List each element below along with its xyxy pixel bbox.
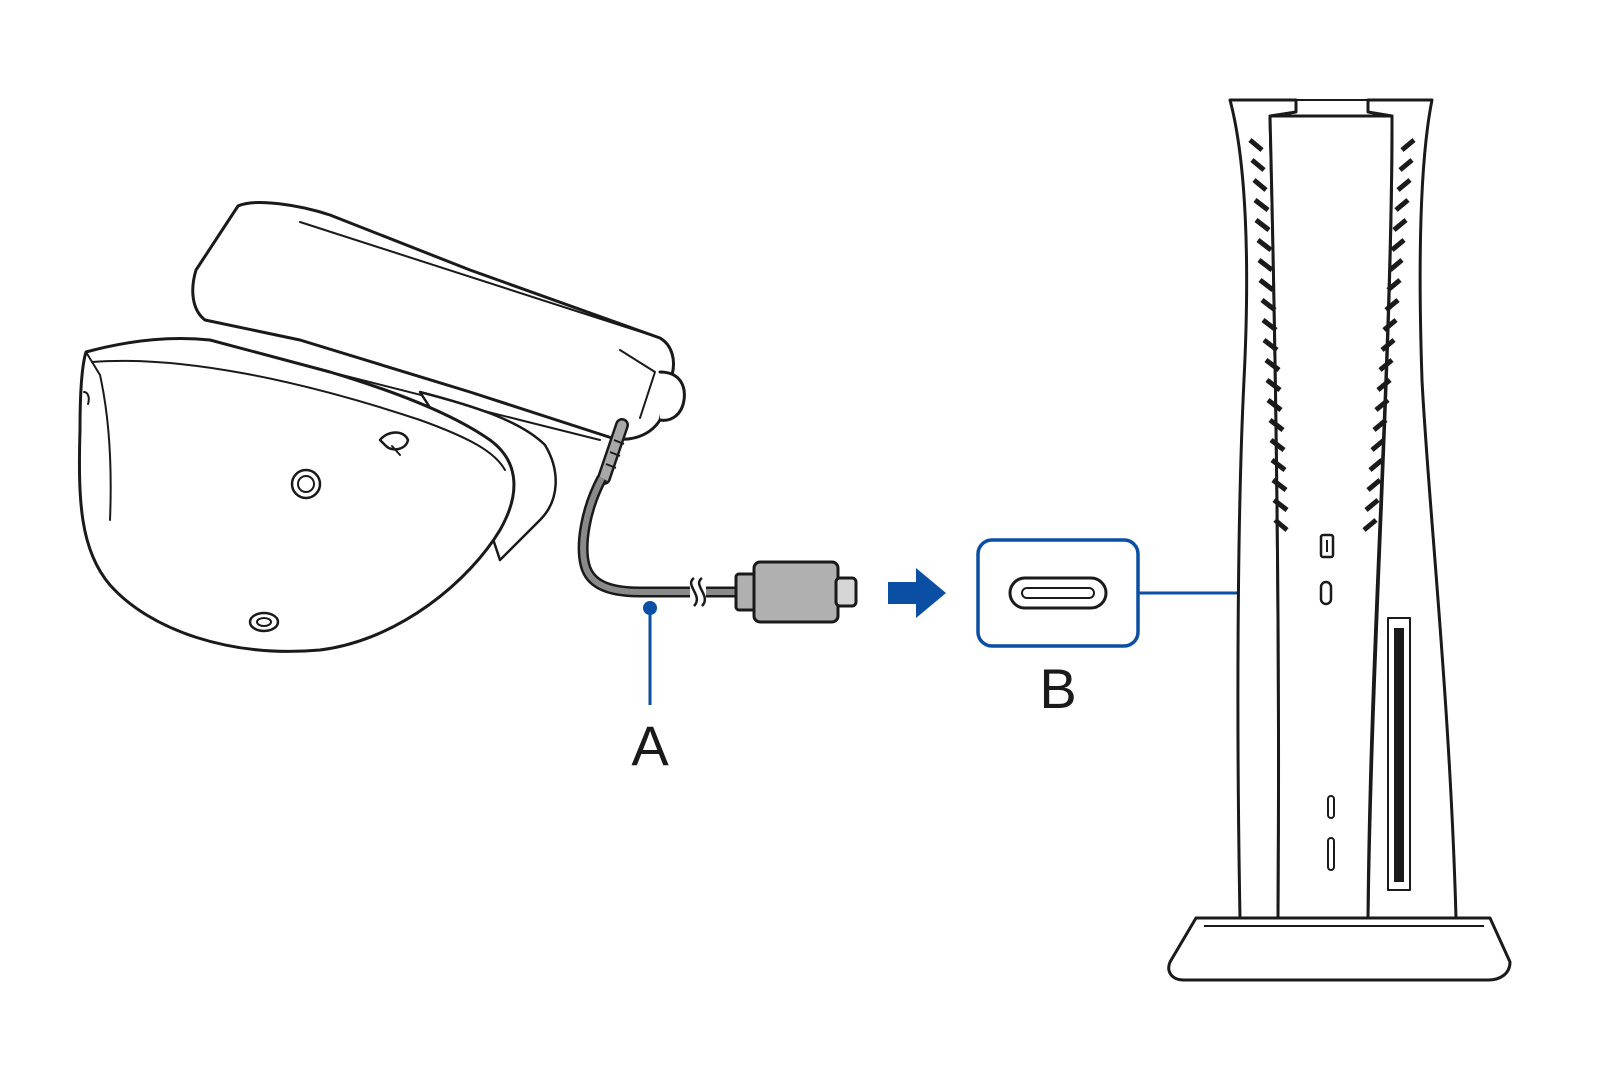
usb-c-cable-icon — [577, 418, 858, 624]
usb-c-port-icon: B — [976, 538, 1324, 720]
ps5-console-icon — [1167, 98, 1512, 982]
callout-a-label: A — [631, 714, 669, 777]
callout-b-label: B — [1039, 657, 1076, 720]
callout-a: A — [631, 601, 669, 777]
arrow-right-icon — [888, 568, 946, 618]
vr-headset-icon — [77, 201, 686, 653]
